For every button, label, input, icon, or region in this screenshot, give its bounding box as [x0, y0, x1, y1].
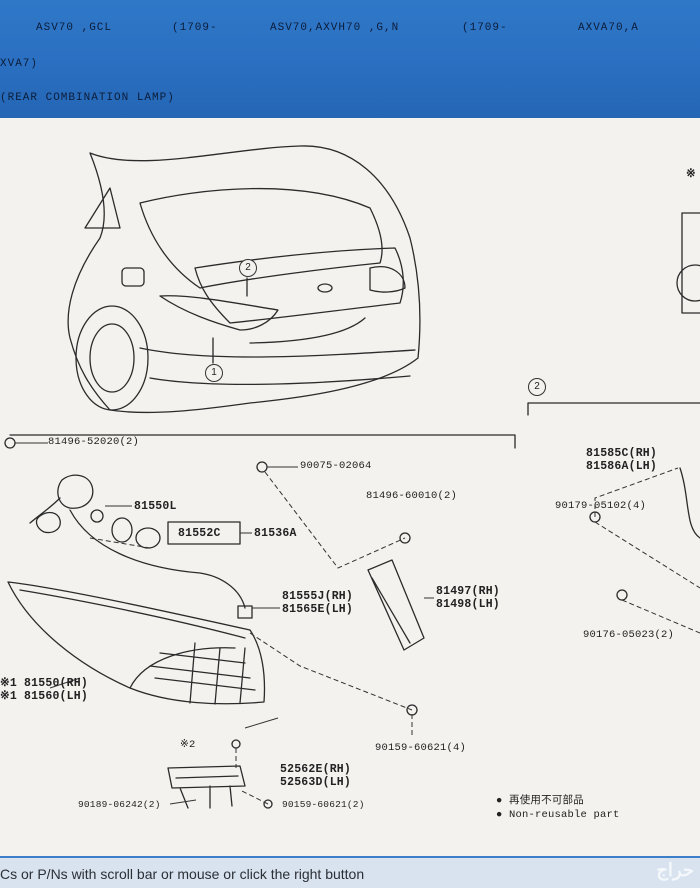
part-81585c-rh[interactable]: 81585C(RH) [586, 447, 658, 460]
part-90075-02064[interactable]: 90075-02064 [300, 460, 372, 472]
legend-cn-text: 再使用不可部品 [509, 795, 584, 807]
part-81586a-lh[interactable]: 81586A(LH) [586, 460, 658, 473]
header-cell[interactable]: (1709- [172, 22, 218, 34]
nut-90159-2 [263, 799, 273, 809]
part-52562e-rh[interactable]: 52562E(RH) [280, 763, 352, 776]
parts-diagram[interactable]: 2 1 2 81496-52020(2) 90075-02064 81496-6… [0, 118, 700, 856]
catalog-header: ASV70 ,GCL (1709- ASV70,AXVH70 ,G,N (170… [0, 0, 700, 118]
legend-en-text: Non-reusable part [509, 809, 620, 821]
part-81536a[interactable]: 81536A [254, 527, 297, 540]
part-note-2: ※2 [180, 739, 196, 751]
rear-lamp-right-outline [369, 266, 406, 293]
header-cell[interactable]: (1709- [462, 22, 508, 34]
rear-wheel [75, 305, 149, 411]
socket-81552c [111, 517, 133, 543]
license-lamp-bracket [167, 765, 246, 809]
group-bracket-right [527, 402, 700, 416]
header-cell[interactable]: ASV70 ,GCL [36, 22, 113, 34]
part-81552c[interactable]: 81552C [178, 527, 221, 540]
part-90179-05102[interactable]: 90179-05102(4) [555, 500, 647, 512]
part-90159-60621-4[interactable]: 90159-60621(4) [375, 742, 467, 754]
tail-lamp-assembly [7, 581, 266, 705]
part-81496-60010[interactable]: 81496-60010(2) [366, 490, 458, 502]
part-81496-52020[interactable]: 81496-52020(2) [48, 436, 140, 448]
status-hint: Cs or P/Ns with scroll bar or mouse or c… [0, 866, 365, 882]
callout-2[interactable]: 2 [239, 259, 257, 277]
status-bar: Cs or P/Ns with scroll bar or mouse or c… [0, 856, 700, 888]
bulb [90, 509, 104, 523]
nut-90075 [256, 461, 268, 473]
header-cell[interactable]: AXVA70,A [578, 22, 639, 34]
part-52563d-lh[interactable]: 52563D(LH) [280, 776, 352, 789]
diagram-drawing [4, 145, 700, 809]
part-90176-05023[interactable]: 90176-05023(2) [583, 629, 675, 641]
clip-right-2 [616, 589, 628, 601]
clip-81496 [4, 437, 16, 449]
part-81498-lh[interactable]: 81498(LH) [436, 598, 500, 611]
legend-non-reusable-en: ● Non-reusable part [496, 809, 620, 821]
part-81550-rh[interactable]: ※1 81550(RH) [0, 677, 88, 690]
side-reflector [367, 559, 425, 651]
header-row-section-title: (REAR COMBINATION LAMP) [0, 92, 175, 104]
part-81497-rh[interactable]: 81497(RH) [436, 585, 500, 598]
rear-bumper [139, 317, 416, 386]
part-81550l[interactable]: 81550L [134, 500, 177, 513]
legend-non-reusable-cn: ● 再使用不可部品 [496, 795, 584, 807]
part-note-right: ※ [686, 168, 696, 181]
clip-81496-60010 [399, 532, 411, 544]
part-81555j-rh[interactable]: 81555J(RH) [282, 590, 354, 603]
screw [231, 739, 241, 749]
trunk-lid [194, 247, 404, 324]
side-window [84, 187, 121, 229]
right-sketch-box [681, 212, 700, 314]
callout-2-right[interactable]: 2 [528, 378, 546, 396]
right-part-81585 [679, 467, 700, 539]
rear-window [139, 187, 383, 289]
callout-1[interactable]: 1 [205, 364, 223, 382]
group-bracket-left [9, 434, 516, 449]
socket-assembly [35, 474, 94, 534]
watermark: حراج [656, 860, 694, 880]
header-cell[interactable]: ASV70,AXVH70 ,G,N [270, 22, 400, 34]
part-81560-lh[interactable]: ※1 81560(LH) [0, 690, 88, 703]
header-row-models-cont: XVA7) [0, 58, 39, 70]
part-81565e-lh[interactable]: 81565E(LH) [282, 603, 354, 616]
part-90189-06242[interactable]: 90189-06242(2) [78, 799, 161, 810]
car-body-outline [67, 145, 421, 414]
header-row-models: ASV70 ,GCL (1709- ASV70,AXVH70 ,G,N (170… [0, 22, 700, 36]
tail-lamp-on-car [159, 295, 279, 331]
wire-harness [69, 509, 246, 609]
part-90159-60621-2[interactable]: 90159-60621(2) [282, 799, 365, 810]
